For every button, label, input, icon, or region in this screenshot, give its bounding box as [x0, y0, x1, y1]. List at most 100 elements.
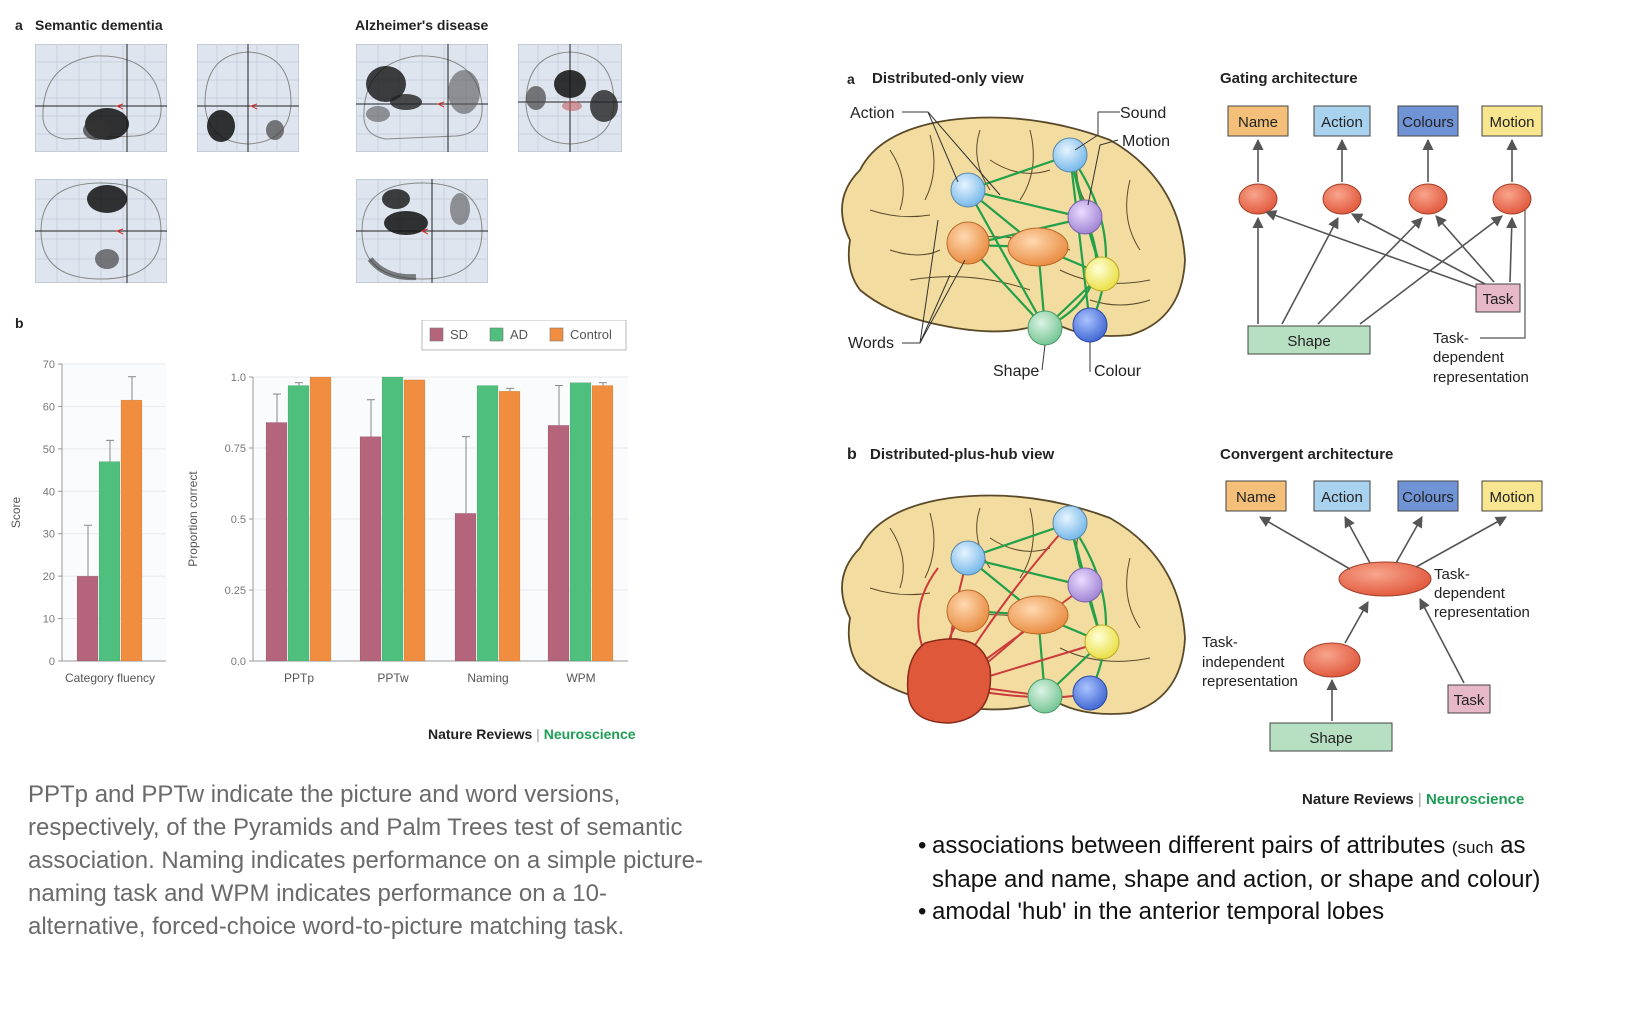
y-tick-label: 0.25	[225, 585, 246, 597]
sd-scan-sagittal	[35, 44, 167, 152]
conv-tdr-line1: Task-	[1434, 566, 1470, 583]
label-shape: Shape	[993, 363, 1039, 380]
bar-control	[309, 376, 332, 662]
y-tick-label: 20	[43, 571, 55, 583]
y-tick-label: 0	[49, 656, 55, 668]
y-tick-label: 10	[43, 614, 55, 626]
bar-ad	[569, 382, 592, 662]
y-tick-label: 30	[43, 529, 55, 541]
label-colour: Colour	[1094, 363, 1142, 380]
gating-output-colours: Colours	[1402, 114, 1454, 131]
conv-tdr-line2: dependent	[1434, 585, 1506, 602]
y-tick-label: 0.0	[231, 656, 246, 668]
left-footer-journal: Nature Reviews	[428, 726, 533, 742]
bullet-item-2: • amodal 'hub' in the anterior temporal …	[918, 896, 1558, 928]
sd-scan-coronal	[197, 44, 299, 152]
x-tick-label: Naming	[467, 671, 508, 685]
gating-output-name: Name	[1238, 114, 1278, 131]
bullet-1-main: associations between different pairs of …	[932, 832, 1452, 859]
semantic-diagrams: Action Sound Motion Words Shape Colour N…	[841, 105, 1543, 752]
bar-ad	[287, 385, 310, 662]
distributed-plus-hub-title: Distributed-plus-hub view	[870, 446, 1055, 463]
panel-a-letter: a	[15, 17, 23, 33]
bar-control	[591, 385, 614, 662]
bar-ad	[98, 461, 121, 662]
brain-b-illustration	[841, 494, 1186, 724]
legend-swatch-sd	[429, 327, 444, 342]
y-tick-label: 0.5	[231, 514, 246, 526]
y-axis-label: Score	[9, 497, 23, 529]
legend-label-ad: AD	[510, 327, 528, 342]
y-tick-label: 0.75	[225, 443, 246, 455]
gating-tdr-line2: dependent	[1433, 349, 1505, 366]
ad-scan-axial	[356, 179, 488, 283]
bullet-2-main: amodal 'hub' in the anterior temporal lo…	[932, 898, 1385, 925]
gating-output-action: Action	[1321, 114, 1363, 131]
convergent-title: Convergent architecture	[1220, 446, 1394, 463]
gating-title: Gating architecture	[1220, 70, 1358, 87]
bullet-1-small: (such	[1451, 838, 1494, 857]
gating-diagram	[1227, 105, 1543, 355]
y-tick-label: 1.0	[231, 372, 246, 384]
right-footer-journal: Nature Reviews	[1302, 791, 1414, 808]
conv-output-name: Name	[1236, 489, 1276, 506]
bar-sd	[359, 436, 382, 662]
ad-scan-sagittal	[356, 44, 488, 152]
bar-control	[403, 379, 426, 662]
brain-a-illustration	[841, 111, 1186, 372]
bar-sd	[76, 575, 99, 662]
gating-input-shape: Shape	[1287, 333, 1330, 350]
y-tick-label: 70	[43, 359, 55, 371]
gating-output-motion: Motion	[1489, 114, 1534, 131]
bar-ad	[476, 385, 499, 662]
convergent-diagram	[1225, 480, 1543, 752]
label-words: Words	[848, 335, 894, 352]
x-tick-label: Category fluency	[65, 671, 155, 685]
bullet-list: • associations between different pairs o…	[918, 830, 1558, 928]
legend-label-control: Control	[570, 327, 612, 342]
x-tick-label: WPM	[566, 671, 595, 685]
left-footer-section: Neuroscience	[543, 726, 636, 742]
legend-swatch-control	[549, 327, 564, 342]
conv-tir-line2: independent	[1202, 654, 1285, 671]
gating-tdr-line3: representation	[1433, 369, 1529, 386]
right-panel-a-letter: a	[847, 71, 855, 87]
legend-swatch-ad	[489, 327, 504, 342]
sd-scan-axial	[35, 179, 167, 283]
x-tick-label: PPTp	[284, 671, 314, 685]
legend-label-sd: SD	[450, 327, 468, 342]
panel-b-letter: b	[15, 315, 24, 331]
distributed-only-title: Distributed-only view	[872, 70, 1024, 87]
y-tick-label: 60	[43, 401, 55, 413]
conv-input-shape: Shape	[1309, 730, 1352, 747]
conv-tdr-line3: representation	[1434, 604, 1530, 621]
figure-caption: PPTp and PPTw indicate the picture and w…	[28, 781, 703, 940]
bar-sd	[454, 513, 477, 662]
bullet-item-1: • associations between different pairs o…	[918, 832, 1541, 893]
right-panel-b-letter: b	[847, 446, 857, 463]
label-sound: Sound	[1120, 105, 1166, 122]
conv-output-motion: Motion	[1489, 489, 1534, 506]
label-action: Action	[850, 105, 894, 122]
y-tick-label: 50	[43, 444, 55, 456]
conv-task: Task	[1454, 692, 1485, 709]
y-tick-label: 40	[43, 486, 55, 498]
bar-control	[498, 390, 521, 662]
conv-output-action: Action	[1321, 489, 1363, 506]
left-footer-separator: |	[536, 726, 540, 742]
gating-task: Task	[1483, 291, 1514, 308]
chart-legend: SD AD Control	[421, 320, 627, 351]
right-footer-separator: |	[1417, 791, 1422, 808]
bar-control	[120, 399, 143, 662]
ad-title: Alzheimer's disease	[355, 17, 489, 33]
y-axis-label: Proportion correct	[186, 471, 200, 567]
conv-tir-line1: Task-	[1202, 634, 1238, 651]
x-tick-label: PPTw	[377, 671, 409, 685]
ad-scan-coronal	[518, 44, 622, 152]
bar-sd	[265, 422, 288, 662]
conv-tir-line3: representation	[1202, 673, 1298, 690]
bar-ad	[381, 376, 404, 662]
label-motion: Motion	[1122, 133, 1170, 150]
